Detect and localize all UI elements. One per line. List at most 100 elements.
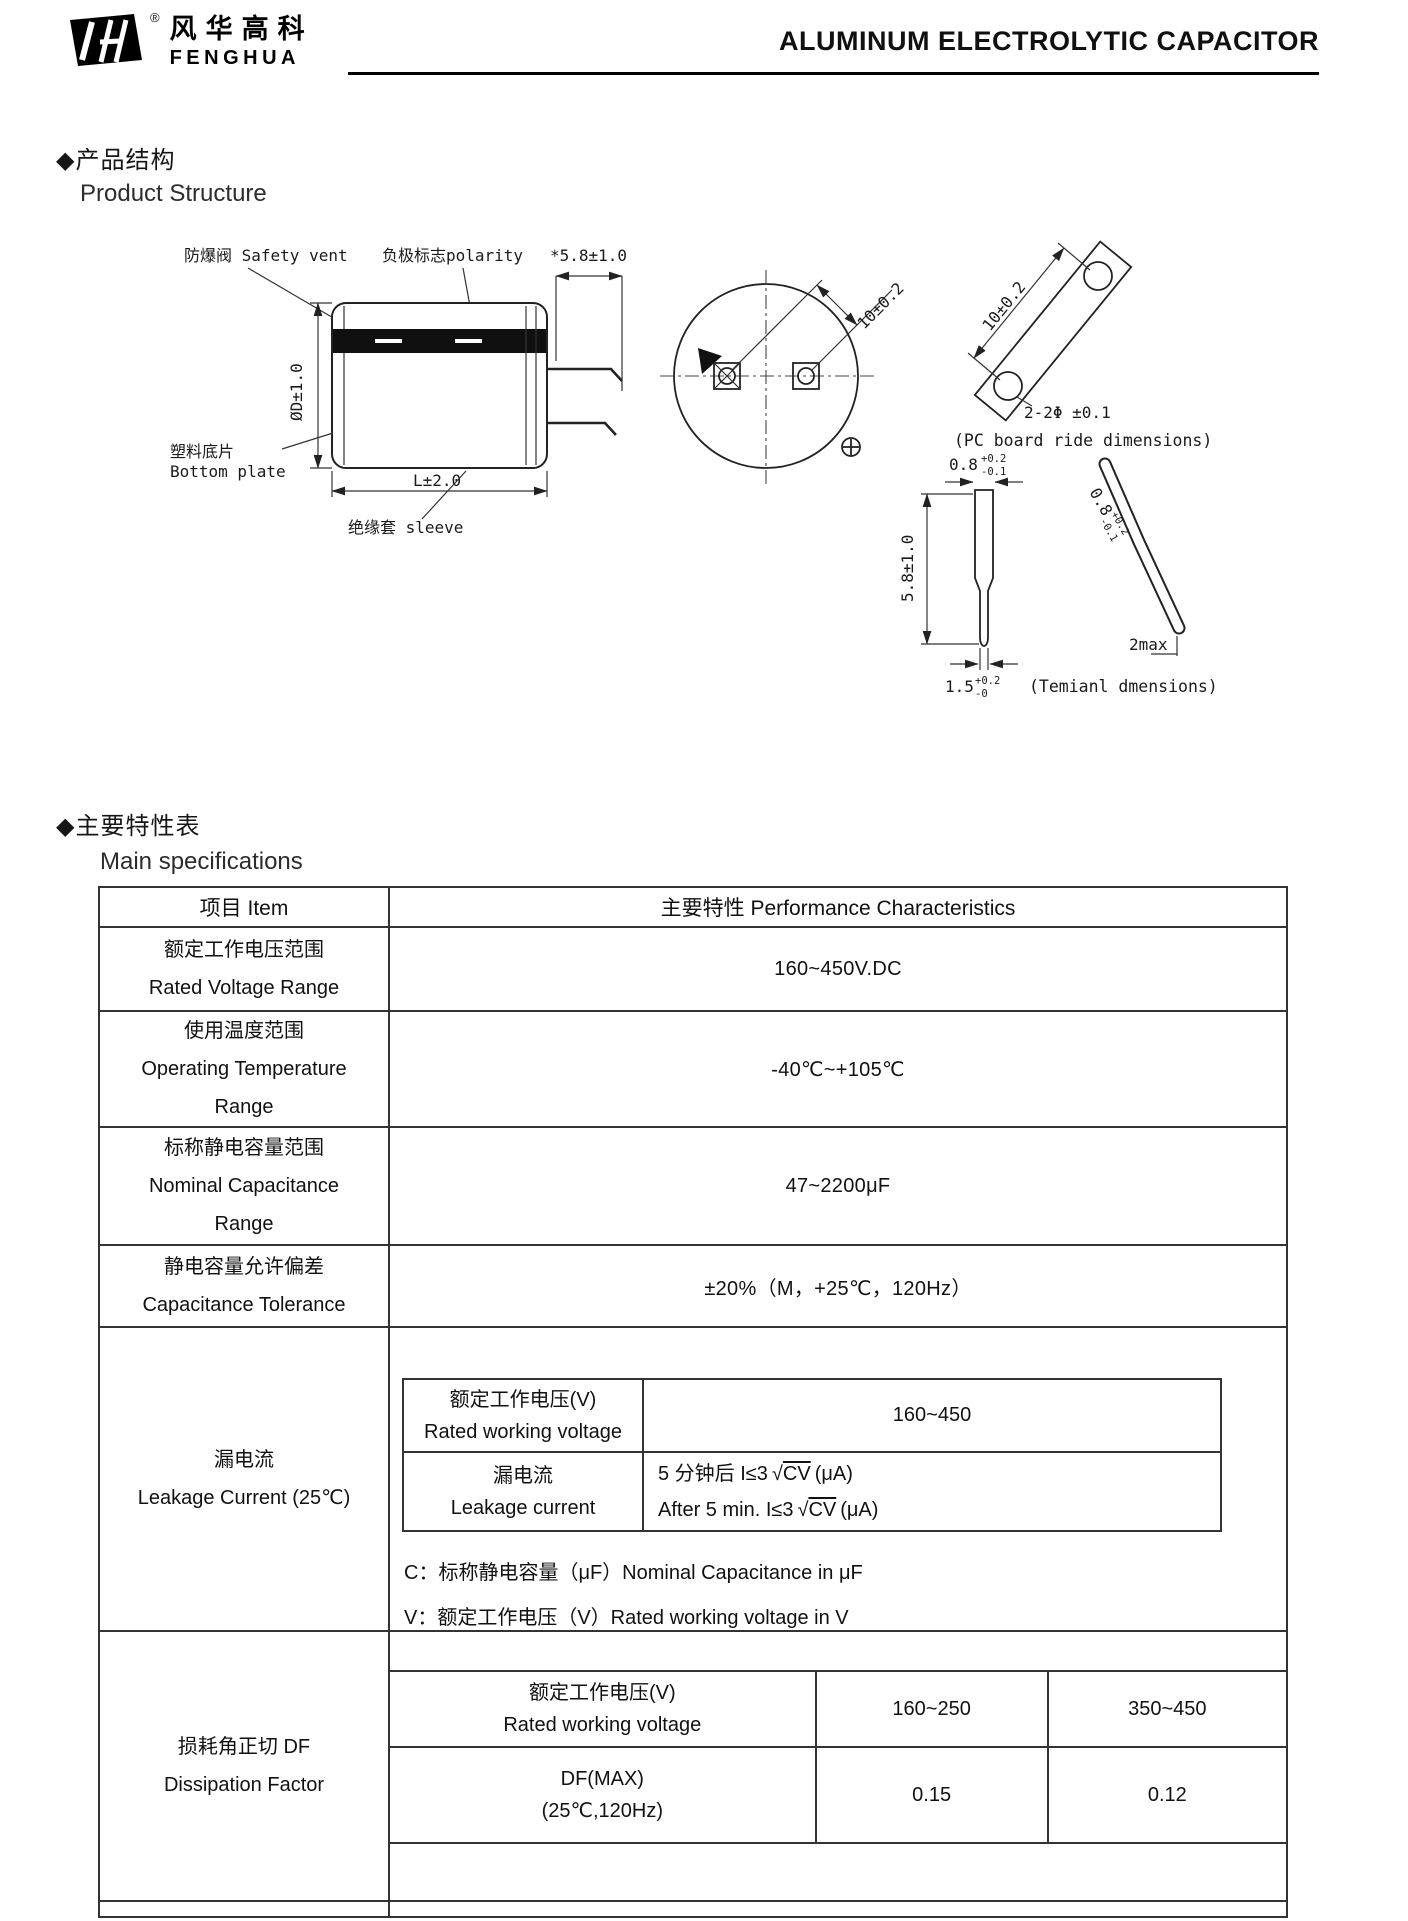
row-leakage-current: 漏电流 Leakage Current (25℃) 额定工作电压(V) Rate… [98,1326,1288,1632]
df-range-high: 350~450 [1046,1670,1286,1748]
operating-temperature-value: -40℃~+105℃ [388,1010,1288,1128]
nominal-capacitance-value: 47~2200μF [388,1126,1288,1246]
capacitor-bottom-view-drawing: 10±0.2 [660,270,908,488]
inner-current-label-cn: 漏电流 [493,1464,553,1487]
df-range-low: 160~250 [814,1670,1049,1748]
terminal-width-tol-minus: -0.1 [981,466,1006,478]
table-header-row: 项目 Item 主要特性 Performance Characteristics [98,886,1288,928]
polarity-wedge-mark [698,348,722,374]
section-heading-product-structure-cn: ◆产品结构 [56,147,176,174]
section-heading-specifications-cn: ◆主要特性表 [56,813,201,840]
rated-voltage-range-value: 160~450V.DC [388,926,1288,1012]
df-value-low: 0.15 [814,1746,1049,1844]
length-dim-label: L±2.0 [413,471,461,490]
capacitor-side-view-drawing: 防爆阀 Safety vent 负极标志polarity *5.8±1.0 ØD… [170,246,627,537]
leakage-formula-cn: 5 分钟后 I≤3√CV(μA) [658,1462,853,1485]
inner-current-label-en: Leakage current [450,1496,596,1519]
bottom-plate-label-en: Bottom plate [170,462,286,481]
capacitance-tolerance-value: ±20%（M，+25℃，120Hz） [388,1244,1288,1328]
bottom-plate-label-cn: 塑料底片 [170,442,234,461]
item-label-en: Range [214,1213,274,1235]
item-label-cn: 标称静电容量范围 [164,1137,324,1159]
page-title: ALUMINUM ELECTROLYTIC CAPACITOR [779,26,1319,56]
item-label-cn: 漏电流 [214,1449,274,1471]
terminal-thickness-tol-minus: -0 [975,688,988,700]
brand-logo: ® 风华高科 FENGHUA [64,10,314,70]
header-rule [348,72,1319,75]
section-heading-specifications-en: Main specifications [100,848,303,875]
diameter-dim-label: ØD±1.0 [287,363,306,421]
terminal-caption: (Temianl dmensions) [1029,677,1218,696]
lead-spacing-dim-label: 10±0.2 [853,279,907,333]
row-rated-voltage-range: 额定工作电压范围 Rated Voltage Range 160~450V.DC [98,926,1288,1012]
inner-voltage-label-en: Rated working voltage [424,1420,622,1443]
column-header-performance: 主要特性 Performance Characteristics [388,886,1288,928]
capacitor-lead [547,367,623,382]
positive-terminal [792,362,820,390]
df-condition-label: (25℃,120Hz) [541,1800,663,1822]
terminal-pin-outline [974,489,994,647]
terminal-length-dim-label: 5.8±1.0 [898,535,917,602]
item-label-en: Dissipation Factor [163,1774,325,1796]
row-capacitance-tolerance: 静电容量允许偏差 Capacitance Tolerance ±20%（M，+2… [98,1244,1288,1328]
sleeve-label: 绝缘套 sleeve [348,518,463,537]
negative-terminal [713,362,741,390]
terminal-width-tol-plus: +0.2 [981,453,1006,465]
row-dissipation-factor: 损耗角正切 DF Dissipation Factor 额定工作电压(V) Ra… [98,1630,1288,1902]
plus-terminal-mark [841,437,861,457]
fenghua-logo-icon [70,14,142,66]
column-header-item: 项目 Item [98,886,390,928]
item-label-en: Range [214,1096,274,1118]
leakage-formula-en: After 5 min. I≤3√CV(μA) [658,1498,879,1521]
row-empty [98,1900,1288,1918]
brand-name-en: FENGHUA [169,47,300,69]
capacitor-lead [547,421,617,436]
item-label-cn: 使用温度范围 [184,1020,304,1042]
row-operating-temperature-range: 使用温度范围 Operating Temperature Range -40℃~… [98,1010,1288,1128]
hole-pitch-dim-label: 10±0.2 [978,278,1029,335]
item-label-en: Rated Voltage Range [148,977,340,999]
hole-size-label: 2-2Φ ±0.1 [1024,403,1111,422]
terminal-thickness-value: 1.5 [945,677,974,696]
leakage-voltage-value: 160~450 [642,1378,1222,1453]
df-voltage-label-cn: 额定工作电压(V) [528,1682,676,1704]
item-label-en: Operating Temperature [141,1058,347,1080]
item-label-cn: 损耗角正切 DF [177,1736,311,1758]
df-value-high: 0.12 [1046,1746,1286,1844]
item-label-en: Leakage Current (25℃) [137,1487,351,1509]
bent-terminal-pin [1100,459,1184,633]
df-inner-table: 额定工作电压(V) Rated working voltage 160~250 … [390,1670,1286,1844]
note-nominal-capacitance: C：标称静电容量（μF）Nominal Capacitance in μF [404,1562,863,1584]
pc-board-hole-drawing: 10±0.2 2-2Φ ±0.1 (PC board ride dimensio… [954,240,1212,450]
note-rated-voltage: V：额定工作电压（V）Rated working voltage in V [404,1607,849,1629]
terminal-detail-drawing: 0.8 +0.2 -0.1 5.8±1.0 1.5 +0.2 -0 (Temia… [898,453,1218,700]
leakage-inner-table: 额定工作电压(V) Rated working voltage 160~450 … [402,1378,1222,1532]
polarity-stripe [333,329,546,353]
registered-trademark: ® [150,10,160,25]
mounting-hole [1083,261,1113,291]
bend-max-label: 2max [1129,635,1168,654]
df-voltage-row: 额定工作电压(V) Rated working voltage 160~250 … [390,1670,1286,1748]
inner-voltage-label-cn: 额定工作电压(V) [449,1388,597,1411]
row-nominal-capacitance-range: 标称静电容量范围 Nominal Capacitance Range 47~22… [98,1126,1288,1246]
terminal-thickness-tol-plus: +0.2 [975,675,1000,687]
brand-name-cn: 风华高科 [169,14,314,44]
item-label-en: Capacitance Tolerance [142,1294,346,1316]
df-value-row: DF(MAX) (25℃,120Hz) 0.15 0.12 [390,1746,1286,1844]
item-label-cn: 额定工作电压范围 [164,939,324,961]
polarity-label: 负极标志polarity [382,246,523,265]
safety-vent-label: 防爆阀 Safety vent [184,246,348,265]
main-specifications-table: 项目 Item 主要特性 Performance Characteristics… [98,886,1288,1918]
pc-board-caption: (PC board ride dimensions) [954,431,1212,450]
df-max-label: DF(MAX) [560,1768,644,1790]
terminal-width-value: 0.8 [949,455,978,474]
lead-length-dim-label: *5.8±1.0 [550,246,627,265]
leakage-voltage-row: 额定工作电压(V) Rated working voltage 160~450 [402,1378,1222,1453]
sqrt-sign: √CV [771,1462,811,1485]
item-label-en: Nominal Capacitance [148,1175,340,1197]
df-voltage-label-en: Rated working voltage [503,1714,702,1736]
leakage-formula-row: 漏电流 Leakage current 5 分钟后 I≤3√CV(μA) Aft… [402,1451,1222,1532]
sqrt-sign: √CV [797,1498,837,1521]
mounting-hole [993,371,1023,401]
